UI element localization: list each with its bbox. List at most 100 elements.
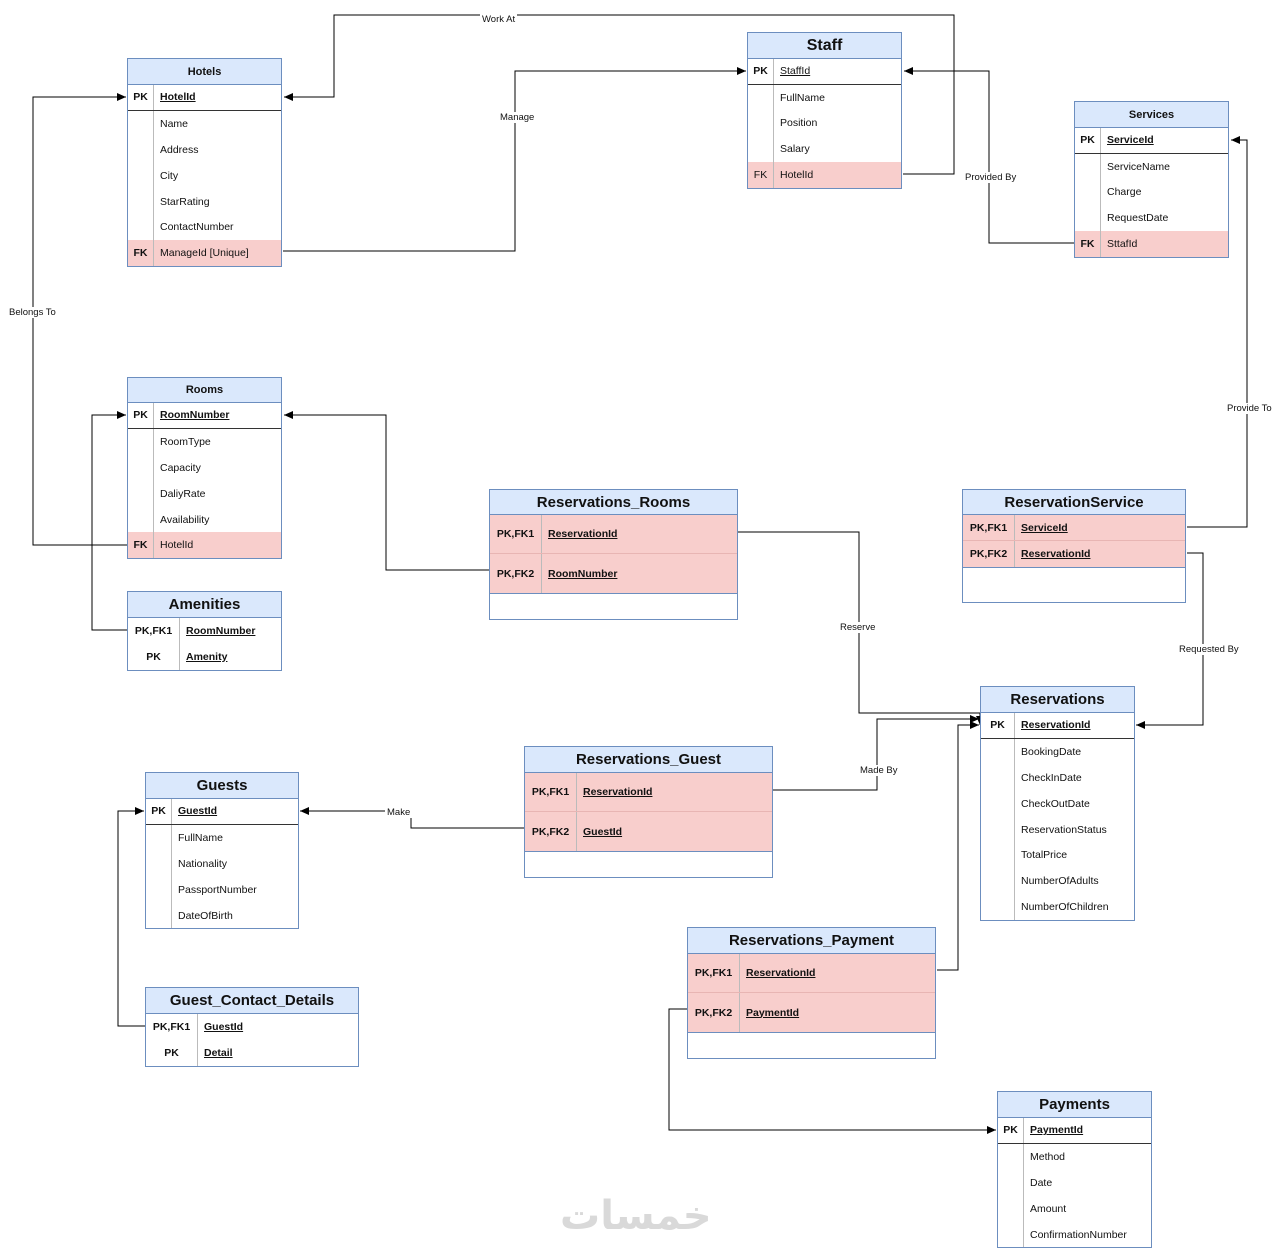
field-name: CheckInDate: [1021, 771, 1082, 784]
field-name: City: [160, 169, 179, 182]
table-row: PK,FK2 PaymentId: [688, 993, 935, 1032]
table-row: Nationality: [146, 850, 298, 877]
label-provide-to: Provide To: [1225, 403, 1274, 414]
field-name: StarRating: [160, 195, 210, 208]
table-row: RequestDate: [1075, 205, 1228, 232]
field-name: ReservationId: [1021, 719, 1091, 732]
key-label: [981, 868, 1015, 895]
key-label: [128, 136, 154, 163]
key-label: [998, 1143, 1024, 1170]
field-name: Charge: [1107, 186, 1142, 199]
field-name: ReservationId: [1021, 548, 1091, 560]
field-name: PaymentId: [1030, 1124, 1084, 1137]
key-label: PK: [146, 1039, 198, 1066]
label-reserve: Reserve: [838, 622, 878, 633]
field-name: PaymentId: [746, 1006, 800, 1019]
label-made-by: Made By: [858, 765, 900, 776]
table-row: Method: [998, 1143, 1151, 1170]
field-name: Name: [160, 117, 189, 130]
edge-contact-guests: [117, 807, 145, 1027]
key-label: [146, 850, 172, 877]
key-label: PK: [146, 799, 172, 824]
field-name: HotelId: [160, 91, 196, 104]
field-name: NumberOfChildren: [1021, 901, 1109, 914]
field-name: NumberOfAdults: [1021, 875, 1099, 888]
key-label: PK: [998, 1118, 1024, 1143]
label-work-at: Work At: [480, 14, 518, 25]
edge-made-by: [773, 715, 979, 791]
key-label: [128, 214, 154, 241]
field-name: Salary: [780, 143, 810, 156]
edge-belongs-to: [32, 93, 127, 546]
field-name: RoomNumber: [548, 567, 618, 580]
table-title: Payments: [998, 1092, 1151, 1118]
key-label: PK,FK1: [128, 618, 180, 644]
table-footer: [688, 1032, 935, 1058]
key-label: [981, 894, 1015, 921]
key-label: FK: [1075, 231, 1101, 257]
field-name: ReservationId: [746, 967, 816, 979]
table-row: Position: [748, 110, 901, 137]
field-name: Address: [160, 143, 199, 156]
key-label: PK,FK2: [688, 993, 740, 1032]
field-name: GuestId: [583, 825, 623, 838]
edge-respay-payments: [668, 1008, 996, 1134]
field-name: PassportNumber: [178, 883, 257, 896]
table-row: Name: [128, 110, 281, 137]
table-row: DaliyRate: [128, 480, 281, 507]
field-name: RequestDate: [1107, 212, 1169, 225]
table-row: ContactNumber: [128, 214, 281, 241]
edge-provide-to: [1187, 136, 1248, 528]
table-row: PK PaymentId: [998, 1118, 1151, 1144]
key-label: [748, 84, 774, 111]
field-name: Method: [1030, 1150, 1066, 1163]
key-label: PK,FK2: [525, 812, 577, 851]
key-label: [748, 136, 774, 163]
table-title: Staff: [748, 33, 901, 59]
edge-amenities-rooms: [91, 411, 127, 631]
field-name: FullName: [178, 831, 223, 844]
key-label: [128, 480, 154, 507]
table-row: BookingDate: [981, 738, 1134, 765]
key-label: PK: [128, 643, 180, 670]
table-row: ServiceName: [1075, 153, 1228, 180]
key-label: FK: [128, 532, 154, 559]
table-row: RoomType: [128, 428, 281, 455]
table-row: Capacity: [128, 454, 281, 481]
table-row: NumberOfAdults: [981, 868, 1134, 895]
table-title: Rooms: [128, 378, 281, 403]
field-name: FullName: [780, 91, 825, 104]
key-label: [998, 1221, 1024, 1248]
table-row: StarRating: [128, 188, 281, 215]
table-row: Date: [998, 1169, 1151, 1196]
field-name: RoomNumber: [186, 624, 256, 637]
table-title: Services: [1075, 102, 1228, 128]
key-label: [981, 738, 1015, 765]
field-name: DaliyRate: [160, 487, 206, 500]
key-label: FK: [748, 162, 774, 188]
edge-requested-by: [1136, 552, 1204, 729]
table-row: Charge: [1075, 179, 1228, 206]
edge-respay-reservations: [937, 721, 979, 971]
key-label: PK,FK1: [963, 515, 1015, 540]
field-name: Nationality: [178, 857, 228, 870]
